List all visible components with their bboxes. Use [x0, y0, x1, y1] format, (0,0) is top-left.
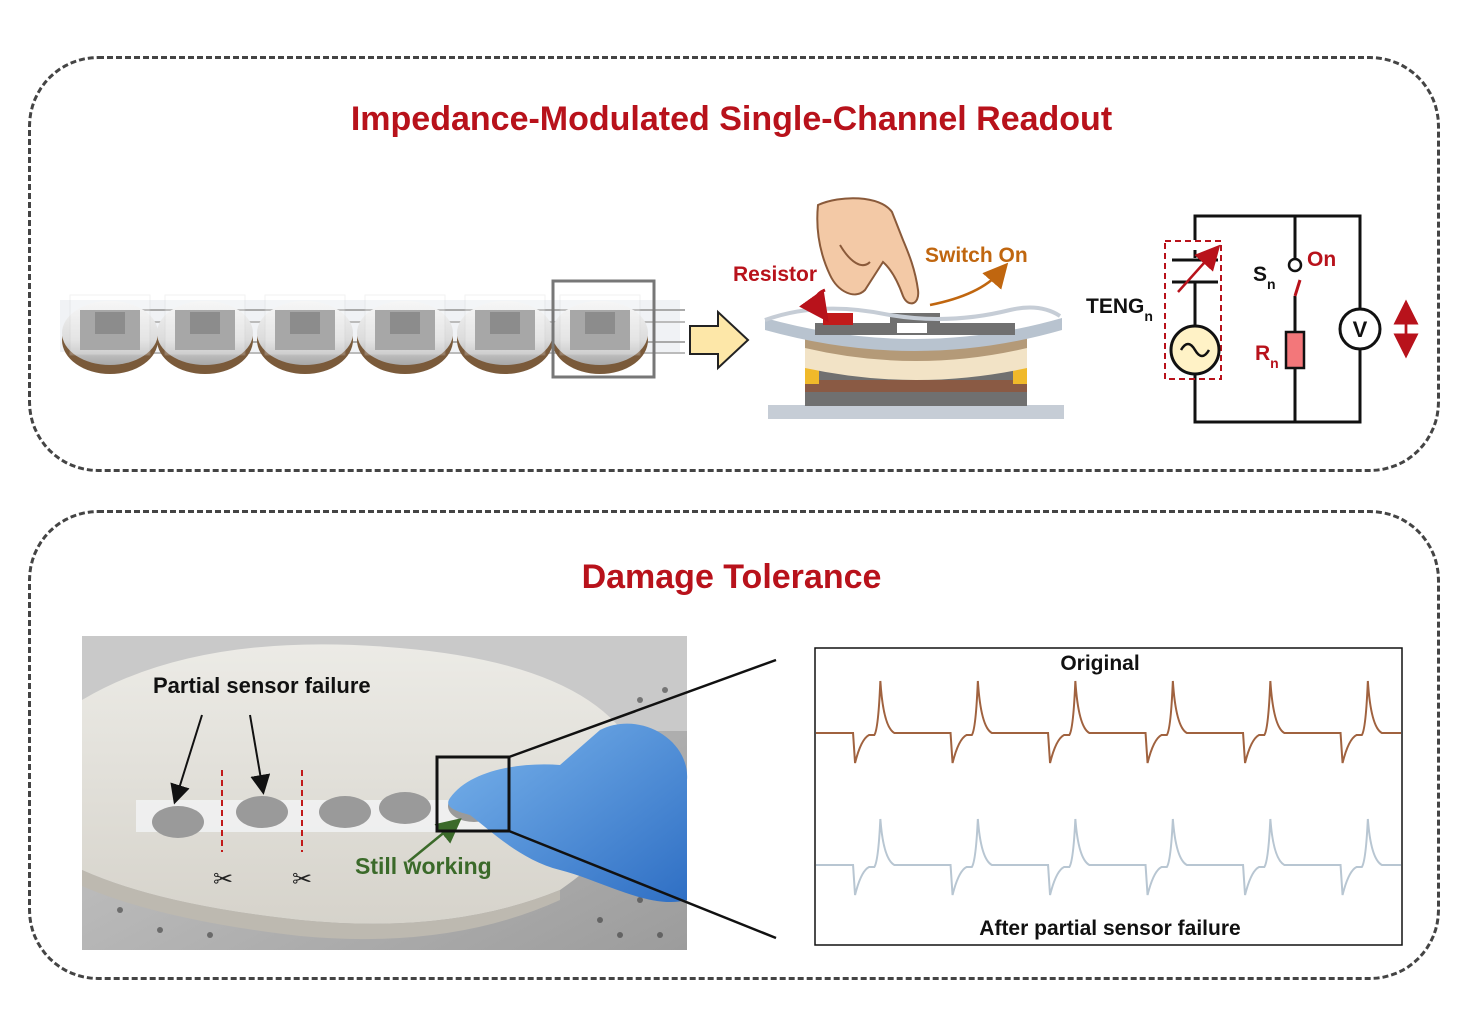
failure-arrow [249, 714, 271, 795]
resistor-label: Resistor [733, 263, 817, 286]
voltmeter-label: V [1353, 317, 1368, 342]
resistor-arrow [799, 288, 829, 323]
mechanism-cross-section [764, 305, 1064, 419]
sensor-unit [157, 294, 253, 374]
hand-icon [816, 197, 920, 305]
after-failure-label: After partial sensor failure [979, 917, 1240, 940]
working-label: Still working [355, 853, 492, 879]
bottom-panel-title: Damage Tolerance [581, 558, 882, 596]
after-failure-signal-trace [816, 818, 1401, 896]
failure-arrow [170, 714, 203, 805]
switch-icon [1287, 257, 1303, 273]
resistor-circuit-label: Rn [1255, 342, 1279, 371]
switch-label: Sn [1253, 263, 1276, 292]
sensor-unit [62, 294, 158, 374]
block-arrow-icon [689, 309, 750, 371]
sensor-unit [357, 294, 453, 374]
bench-holes [117, 687, 668, 938]
voltmeter-icon [1338, 307, 1382, 351]
original-signal-trace [816, 680, 1401, 764]
zoom-line [508, 829, 777, 940]
original-label: Original [1060, 652, 1139, 675]
teng-box [1164, 240, 1222, 380]
bottom-panel [28, 510, 1440, 980]
sensor-unit [257, 294, 353, 374]
circuit-diagram [1164, 214, 1419, 424]
sensor-unit [552, 294, 648, 374]
switch-arrow [929, 262, 1009, 307]
failure-label: Partial sensor failure [153, 673, 371, 698]
scissors-icon: ✂ [292, 866, 312, 893]
resistor-pad [823, 313, 853, 325]
switch-on-state-label: On [1307, 248, 1336, 271]
zoom-line [508, 658, 777, 759]
photo: ✂ ✂ [82, 636, 688, 950]
sensor-unit [457, 294, 553, 374]
signal-panel [814, 647, 1403, 946]
zoom-box [435, 755, 511, 833]
top-panel-title: Impedance-Modulated Single-Channel Reado… [350, 100, 1113, 138]
switch-on-label: Switch On [925, 244, 1028, 267]
scissors-icon: ✂ [213, 866, 233, 893]
teng-label: TENGn [1086, 295, 1153, 324]
top-panel [28, 56, 1440, 472]
zoom-box [551, 279, 656, 379]
sensor-strip [60, 279, 685, 379]
resistor-icon [1284, 330, 1306, 370]
